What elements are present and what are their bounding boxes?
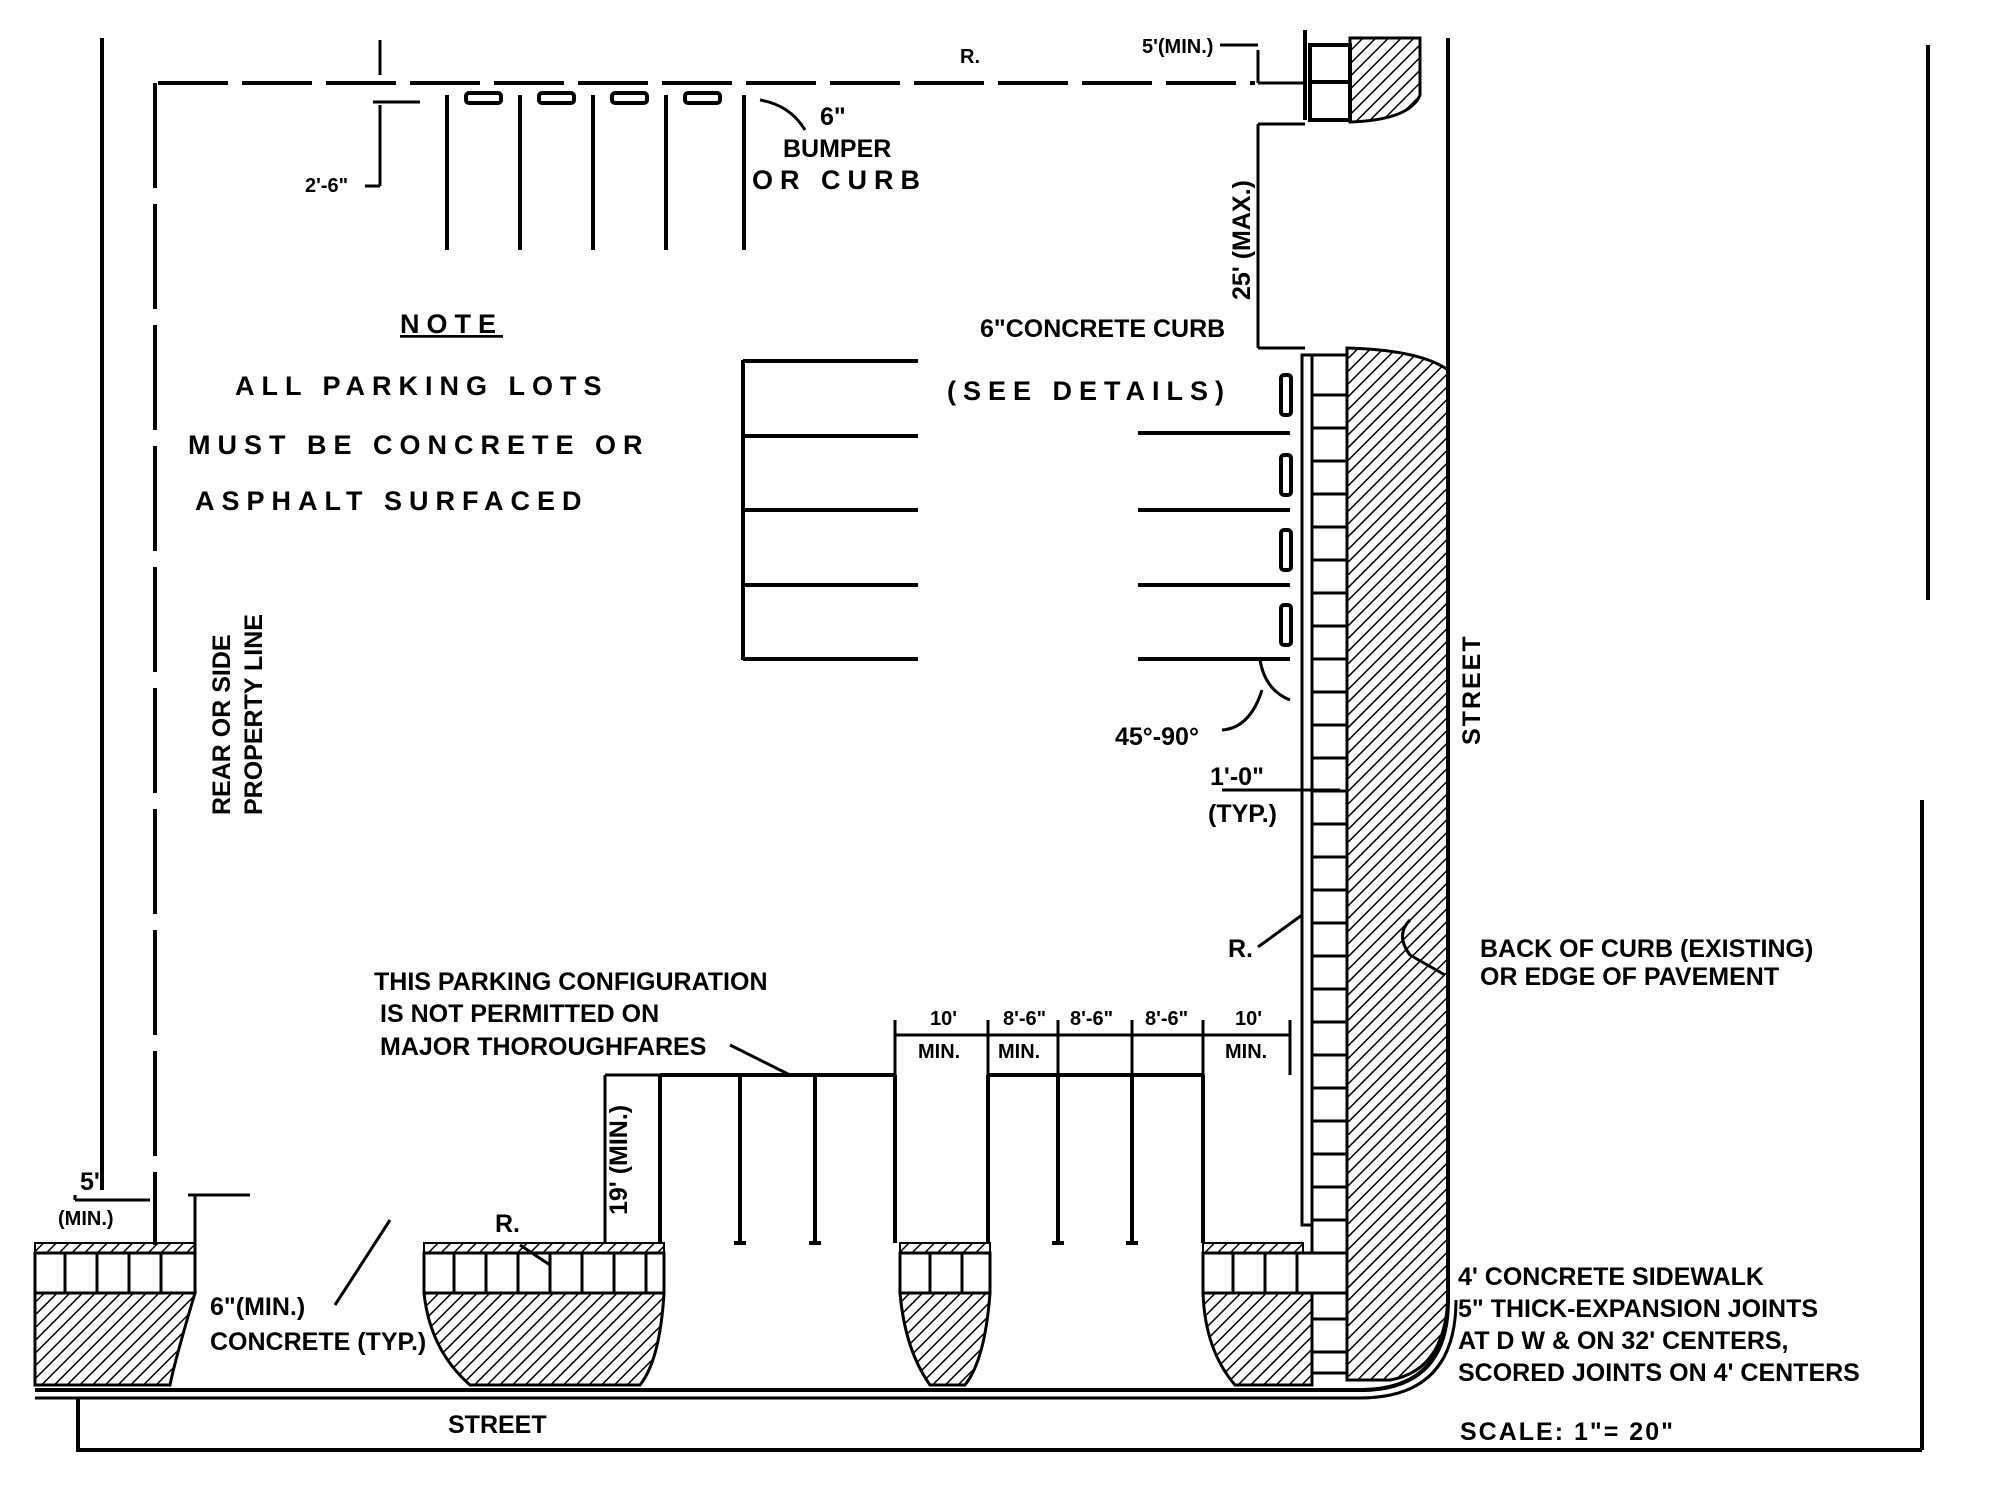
label-twentyfive-max: 25' (MAX.) [1228, 180, 1256, 300]
label-concrete-curb: 6"CONCRETE CURB [980, 315, 1225, 343]
label-min-1: MIN. [918, 1041, 960, 1063]
label-note-line2: MUST BE CONCRETE OR [188, 430, 650, 460]
bumper-leader [759, 98, 807, 131]
label-see-details: (SEE DETAILS) [947, 376, 1231, 406]
label-dim-10-left: 10' [930, 1008, 957, 1030]
label-r-right: R. [1228, 935, 1253, 963]
label-config-2: IS NOT PERMITTED ON [380, 1000, 659, 1028]
label-five-min-top: 5'(MIN.) [1142, 36, 1213, 58]
label-scale: SCALE: 1"= 20" [1460, 1418, 1675, 1446]
bottom-hatch-blocks [33, 1291, 1314, 1387]
label-note-line1: ALL PARKING LOTS [235, 371, 609, 401]
label-dim-86-b: 8'-6" [1070, 1008, 1113, 1030]
sidewalk-joints-bottom [63, 1253, 1299, 1293]
label-five-min-left-2: (MIN.) [58, 1208, 114, 1230]
label-dim-86-a: 8'-6" [1003, 1008, 1046, 1030]
label-note-line3: ASPHALT SURFACED [195, 486, 589, 516]
label-one-foot: 1'-0" [1210, 763, 1264, 791]
dimension-25-max [1220, 43, 1305, 350]
label-bumper-2: BUMPER [783, 135, 891, 163]
label-r-top: R. [960, 46, 980, 68]
label-back-of-curb-2: OR EDGE OF PAVEMENT [1480, 963, 1779, 991]
label-sidewalk-3: AT D W & ON 32' CENTERS, [1458, 1327, 1789, 1355]
bottom-curb-strips [34, 1242, 1304, 1254]
label-five-min-left-1: 5' [80, 1168, 100, 1196]
label-nineteen-min: 19' (MIN.) [605, 1105, 633, 1215]
labels: 5'(MIN.) R. 2'-6" 6" BUMPER OR CURB 25' … [58, 36, 1860, 1446]
top-parking-stalls [445, 95, 746, 250]
label-six-min-2: CONCRETE (TYP.) [210, 1328, 426, 1356]
label-sidewalk-4: SCORED JOINTS ON 4' CENTERS [1458, 1359, 1860, 1387]
label-angle: 45°-90° [1115, 723, 1199, 751]
label-dim-10-right: 10' [1235, 1008, 1262, 1030]
label-back-of-curb-1: BACK OF CURB (EXISTING) [1480, 935, 1813, 963]
center-parking-stalls-left [741, 359, 918, 661]
top-bumper-blocks [464, 91, 722, 105]
label-street-bottom: STREET [448, 1411, 547, 1439]
label-note-title: NOTE [400, 309, 503, 339]
label-six-min-1: 6"(MIN.) [210, 1293, 305, 1321]
label-sidewalk-2: 5" THICK-EXPANSION JOINTS [1458, 1295, 1818, 1323]
angle-leader [1221, 689, 1264, 732]
bottom-sidewalk [33, 1251, 1349, 1295]
label-bumper-3: OR CURB [752, 165, 927, 195]
street-corner [35, 1299, 1450, 1392]
label-min-2: MIN. [998, 1041, 1040, 1063]
bottom-dimensions [73, 1020, 1292, 1306]
label-r-bottom: R. [495, 1210, 520, 1238]
label-street-right: STREET [1458, 634, 1486, 745]
outer-frame [76, 38, 1930, 1452]
label-config-3: MAJOR THOROUGHFARES [380, 1033, 706, 1061]
back-of-curb-leader [1401, 918, 1446, 977]
label-min-3: MIN. [1225, 1041, 1267, 1063]
street-corner-outer [35, 1299, 1458, 1400]
label-typ: (TYP.) [1208, 800, 1277, 828]
right-curb-stops [1279, 373, 1293, 647]
label-property-line-2: PROPERTY LINE [240, 614, 268, 815]
r-right-leader [1257, 913, 1303, 949]
angle-arc [1258, 659, 1291, 702]
label-config-1: THIS PARKING CONFIGURATION [374, 968, 768, 996]
label-sidewalk-1: 4' CONCRETE SIDEWALK [1458, 1263, 1764, 1291]
dimension-2-6 [365, 40, 420, 188]
label-bumper-1: 6" [820, 103, 846, 131]
label-two-six: 2'-6" [305, 175, 348, 197]
bottom-driveway [658, 1073, 1205, 1243]
sidewalk-joints-right [1312, 393, 1347, 1354]
label-property-line-1: REAR OR SIDE [208, 634, 236, 815]
right-hatch-top [1348, 36, 1422, 124]
center-parking-stalls-right [1138, 431, 1290, 661]
label-dim-86-c: 8'-6" [1145, 1008, 1188, 1030]
right-sidewalk-top [1303, 30, 1352, 122]
right-hatch [1345, 346, 1450, 1382]
